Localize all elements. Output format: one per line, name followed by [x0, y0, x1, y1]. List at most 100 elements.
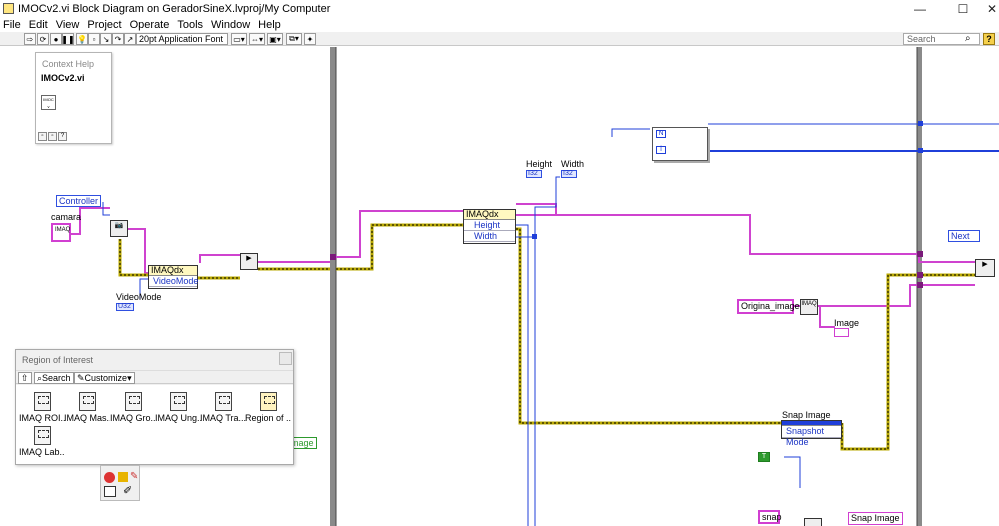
true-constant[interactable]: T — [758, 452, 770, 462]
snap-image-property-node[interactable]: Snapshot Mode — [781, 420, 842, 447]
palette-item-label: IMAQ Ung... — [155, 413, 201, 423]
roi-palette-toolbar: ⇧ ⌕Search ✎Customize▾ — [16, 370, 293, 384]
imaqdx-open-camera-node[interactable]: 📷 — [110, 220, 128, 237]
up-button[interactable]: ⇧ — [18, 372, 32, 384]
customize-button-label: Customize — [84, 373, 128, 383]
snap-image-property[interactable]: Snap Image — [848, 512, 903, 525]
window-icon[interactable] — [104, 486, 116, 497]
customize-button[interactable]: ✎Customize▾ — [74, 372, 135, 384]
detail-icon[interactable]: ▫ — [48, 132, 57, 141]
search-icon: ⌕ — [965, 33, 971, 44]
menu-window[interactable]: Window — [211, 18, 251, 31]
case-structure-block[interactable]: N i — [652, 127, 708, 161]
run-arrow-icon[interactable]: ⇨ — [24, 33, 36, 45]
search-input[interactable]: Search — [903, 33, 980, 45]
imaq-create-node[interactable]: IMAQ — [800, 299, 818, 315]
step-out-icon[interactable]: ↗ — [124, 33, 136, 45]
block-diagram[interactable]: Controller camara IMAQ 📷 IMAQdx VideoMod… — [0, 47, 999, 526]
region-of-icon — [259, 392, 277, 411]
context-help-controls: ▫ ▫ ? — [38, 132, 67, 141]
palette-item-imaq-ungroup[interactable]: IMAQ Ung... — [155, 392, 201, 423]
menu-project[interactable]: Project — [87, 18, 122, 31]
imaq-group-icon — [124, 392, 142, 411]
window-title: IMOCv2.vi Block Diagram on GeradorSineX.… — [18, 2, 331, 15]
palette-item-imaq-label[interactable]: IMAQ Lab... — [19, 426, 65, 457]
roi-palette-close-button[interactable] — [279, 352, 292, 365]
imaqdx-property-node-1[interactable]: IMAQdx VideoMode — [148, 265, 198, 289]
height-indicator[interactable]: I32 — [526, 170, 542, 178]
videomode-label: VideoMode — [116, 292, 162, 302]
highlight-execution-icon[interactable]: 💡 — [76, 33, 88, 45]
videomode-terminal[interactable]: U32 — [116, 303, 134, 311]
palette-item-imaq-group[interactable]: IMAQ Gro... — [110, 392, 156, 423]
menu-edit[interactable]: Edit — [28, 18, 48, 31]
width-indicator[interactable]: I32 — [561, 170, 577, 178]
context-help-title: Context Help — [42, 59, 95, 69]
context-help-icon[interactable]: ? — [983, 33, 995, 45]
distribute-objects-icon[interactable]: ⇔▾ — [249, 33, 265, 45]
roi-palette[interactable]: Region of Interest ⇧ ⌕Search ✎Customize▾… — [15, 349, 294, 465]
reorder-icon[interactable]: ⧉▾ — [286, 33, 302, 45]
tools-palette-fragment[interactable]: ✎ ✐ — [100, 465, 140, 501]
snap-control[interactable]: snap — [758, 510, 782, 524]
brush-icon[interactable]: ✐ — [123, 485, 133, 497]
snapshot-mode-property[interactable]: Snapshot Mode — [782, 426, 841, 447]
imaq-mask-icon — [78, 392, 96, 411]
palette-item-label: IMAQ Tra... — [200, 413, 246, 423]
menu-operate[interactable]: Operate — [129, 18, 170, 31]
structure-border-left — [330, 47, 336, 526]
palette-item-imaq-mask[interactable]: IMAQ Mas... — [64, 392, 110, 423]
context-help-vi-name: IMOCv2.vi — [41, 73, 85, 83]
image-indicator[interactable] — [834, 328, 849, 337]
palette-item-label: IMAQ Lab... — [19, 447, 65, 457]
context-help-window[interactable]: Context Help IMOCv2.vi IMOC v ▫ ▫ ? — [35, 52, 112, 144]
camara-terminal[interactable]: IMAQ — [51, 223, 71, 242]
color-icon[interactable]: ✎ — [130, 471, 139, 482]
image-label: Image — [834, 318, 860, 328]
lock-icon[interactable]: ▫ — [38, 132, 47, 141]
palette-item-imaq-roi[interactable]: IMAQ ROI... — [19, 392, 65, 423]
search-button[interactable]: ⌕Search — [34, 372, 74, 384]
minimize-button[interactable]: — — [914, 1, 926, 16]
probe-icon[interactable] — [118, 472, 128, 482]
step-into-icon[interactable]: ↘ — [100, 33, 112, 45]
property-height[interactable]: Height — [464, 220, 515, 231]
property-videomode[interactable]: VideoMode — [149, 276, 198, 287]
align-objects-icon[interactable]: ▭▾ — [231, 33, 247, 45]
palette-item-imaq-transform[interactable]: IMAQ Tra... — [200, 392, 246, 423]
question-icon[interactable]: ? — [58, 132, 67, 141]
step-over-icon[interactable]: ↷ — [112, 33, 124, 45]
maximize-button[interactable]: ☐ — [957, 1, 969, 16]
abort-icon[interactable]: ● — [50, 33, 62, 45]
labview-app-icon — [3, 3, 14, 14]
chevron-down-icon: ▾ — [127, 373, 132, 383]
menu-tools[interactable]: Tools — [177, 18, 204, 31]
original-image-control[interactable]: Origina_image — [737, 299, 800, 314]
menu-help[interactable]: Help — [258, 18, 281, 31]
clean-up-diagram-icon[interactable]: ✦ — [304, 33, 316, 45]
run-continuously-icon[interactable]: ⟳ — [37, 33, 49, 45]
palette-item-region-of[interactable]: Region of ... — [245, 392, 291, 423]
palette-item-label: IMAQ Gro... — [110, 413, 156, 423]
next-constant[interactable]: Next — [948, 230, 980, 242]
vi-icon: IMOC v — [41, 95, 56, 110]
property-node-header-2: IMAQdx — [464, 210, 515, 220]
menu-file[interactable]: File — [3, 18, 21, 31]
resize-objects-icon[interactable]: ▣▾ — [267, 33, 283, 45]
close-button[interactable]: ✕ — [986, 1, 998, 16]
imaq-node-bottom[interactable] — [804, 518, 822, 526]
menu-view[interactable]: View — [55, 18, 80, 31]
imaqdx-property-node-2[interactable]: IMAQdx Height Width — [463, 209, 516, 244]
font-selector[interactable]: 20pt Application Font — [136, 33, 228, 45]
controller-constant[interactable]: Controller — [56, 195, 102, 207]
search-icon: ⌕ — [37, 373, 43, 383]
snap-image-header — [782, 421, 841, 426]
imaqdx-configure-node[interactable]: ▶ — [240, 253, 258, 270]
imaqdx-grab-node[interactable]: ▶ — [975, 259, 995, 277]
title-bar: IMOCv2.vi Block Diagram on GeradorSineX.… — [0, 0, 999, 17]
pause-icon[interactable]: ❚❚ — [61, 33, 75, 45]
roi-palette-title: Region of Interest — [22, 355, 94, 365]
stop-icon[interactable] — [104, 472, 115, 483]
retain-wire-values-icon[interactable]: ▫ — [88, 33, 100, 45]
property-width[interactable]: Width — [464, 231, 515, 242]
